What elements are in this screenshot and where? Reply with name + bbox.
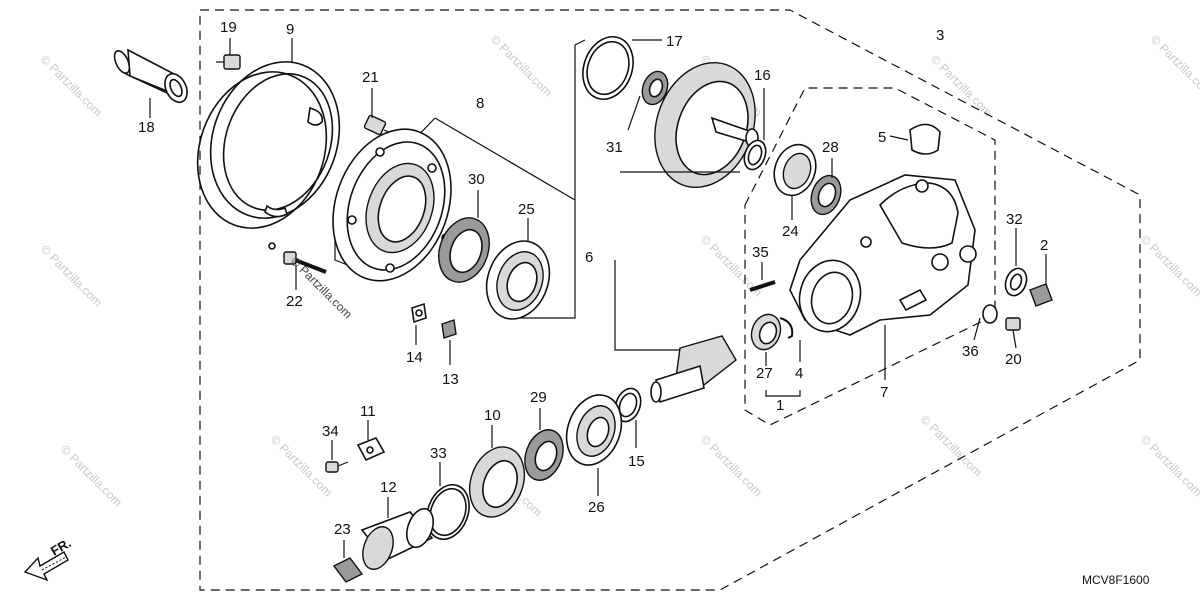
callout-11: 11 [360,403,376,420]
part-21-bolt [363,88,399,137]
part-6-ring-gear [620,61,759,189]
callout-29: 29 [530,389,547,406]
part-33-o-ring [426,462,470,540]
callout-1: 1 [776,397,784,414]
part-4-clip [779,317,801,362]
callout-14: 14 [406,349,423,366]
part-8-backing-plate [332,128,452,282]
callout-24: 24 [782,223,799,240]
part-13-nut [441,319,457,365]
callout-6: 6 [585,249,593,266]
case-group-outline [744,87,996,426]
callout-21: 21 [362,69,379,86]
callout-5: 5 [878,129,886,146]
watermark-text: © Partzilla.com [488,32,555,99]
part-20-bolt [1005,317,1021,349]
part-11-bracket [356,420,386,462]
part-7-final-gear-case [789,174,977,380]
callout-18: 18 [138,119,155,136]
part-9-brake-drum-ring [196,38,341,229]
part-16-shim [743,88,767,171]
diagram-code: MCV8F1600 [1082,573,1150,587]
callout-10: 10 [484,407,501,424]
callout-3: 3 [936,27,944,44]
callout-25: 25 [518,201,535,218]
watermark-text: © Partzilla.com [38,52,105,119]
assembly-outline [199,9,1141,591]
part-29-seal [524,408,564,481]
group-bracket [765,390,801,397]
watermark-text: © Partzilla.com [38,242,105,309]
callout-15: 15 [628,453,645,470]
part-31-bearing [627,70,669,131]
watermark-text: © Partzilla.com [1138,432,1200,499]
callout-27: 27 [756,365,773,382]
part-35-stud [749,262,776,292]
part-14-clip [411,302,427,345]
part-15-shim [614,387,642,448]
callout-32: 32 [1006,211,1023,228]
part-25-bearing [485,218,551,320]
bracket-outline [434,117,576,201]
part-32-washer [1004,228,1028,297]
watermark-text: © Partzilla.com [928,52,995,119]
part-36-washer [973,304,998,341]
watermark-text: © Partzilla.com [1148,32,1200,99]
callout-30: 30 [468,171,485,188]
callout-20: 20 [1005,351,1022,368]
front-direction-arrow [23,551,69,582]
callout-12: 12 [380,479,397,496]
part-24-bearing [773,143,817,220]
callout-26: 26 [588,499,605,516]
callout-22: 22 [286,293,303,310]
callout-9: 9 [286,21,294,38]
watermark-text: © Partzilla.com [918,412,985,479]
callout-28: 28 [822,139,839,156]
callout-19: 19 [220,19,237,36]
part-22-stud-bolt [268,242,327,290]
watermark-text: © Partzilla.com [58,442,125,509]
watermark-text: © Partzilla.com [268,432,335,499]
part-12-coupling [360,497,434,570]
bracket-outline [574,39,586,46]
part-5-cap [889,123,941,155]
part-27-needle-bearing [750,313,782,366]
part-23-nut [332,540,364,583]
callout-7: 7 [880,384,888,401]
callout-2: 2 [1040,237,1048,254]
part-34-bolt [325,440,349,473]
callout-33: 33 [430,445,447,462]
part-30-oil-seal [438,190,490,283]
callout-17: 17 [666,33,683,50]
callout-35: 35 [752,244,769,261]
callout-36: 36 [962,343,979,360]
part-18-rubber-sleeve [113,48,188,118]
callout-labels: 1 2 3 4 5 6 7 8 9 10 11 12 13 14 15 16 1… [138,19,1048,538]
part-19-bolt [216,38,241,70]
part-26-bearing [565,394,623,496]
callout-34: 34 [322,423,339,440]
front-direction-label: FR. [48,535,74,558]
watermark-text: © Partzilla.com [698,432,765,499]
callout-8: 8 [476,95,484,112]
part-17-snap-ring [582,36,662,100]
watermark-text: © Partzilla.com [1138,232,1200,299]
part-2-plug [1029,254,1053,307]
callout-31: 31 [606,139,623,156]
part-6-pinion-gear [614,260,737,404]
callout-16: 16 [754,67,771,84]
callout-23: 23 [334,521,351,538]
callout-4: 4 [795,365,803,382]
callout-13: 13 [442,371,459,388]
bracket-outline [520,45,576,319]
part-28-oil-seal [810,158,842,216]
part-10-splined-nut [468,425,526,518]
